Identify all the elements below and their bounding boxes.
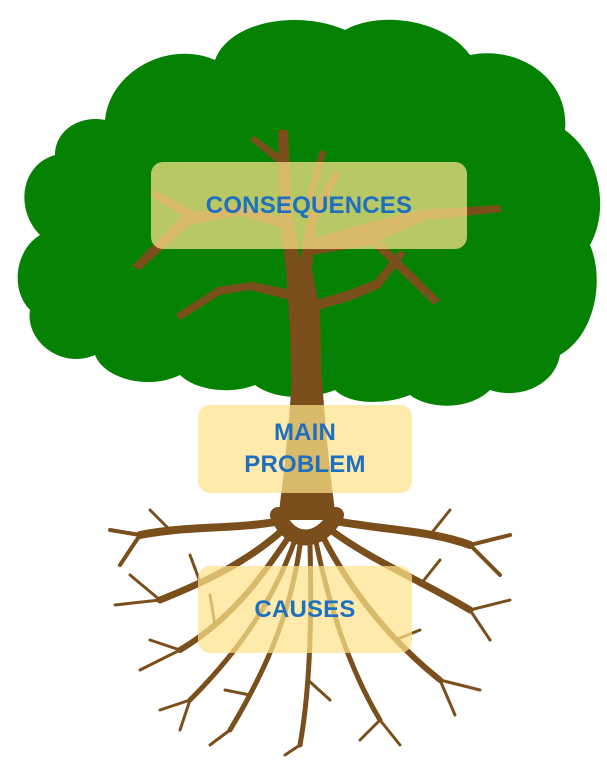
tree-roots (108, 507, 512, 757)
main-problem-label-line2: PROBLEM (244, 451, 366, 478)
main-problem-label-line1: MAIN (273, 419, 337, 446)
consequences-label: CONSEQUENCES (205, 191, 413, 219)
consequences-label-box: CONSEQUENCES (151, 162, 467, 249)
causes-label-box: CAUSES (198, 566, 412, 653)
causes-label: CAUSES (254, 595, 356, 623)
main-problem-label-box: MAIN PROBLEM (198, 405, 412, 493)
